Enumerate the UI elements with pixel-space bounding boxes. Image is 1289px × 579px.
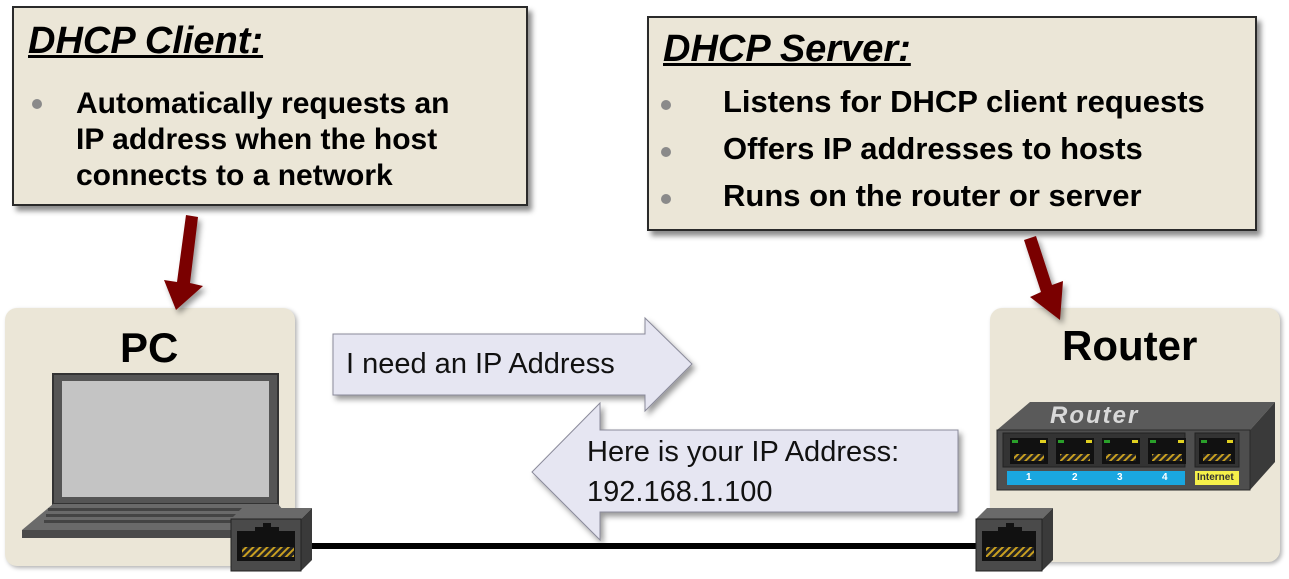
lan-port-4-label: 4: [1162, 472, 1168, 483]
server-bullet-text: Offers IP addresses to hosts: [723, 131, 1143, 166]
wan-port-label-bg: [1195, 471, 1239, 485]
server-bullet: Listens for DHCP client requests: [661, 84, 1205, 120]
lan-port-strip: [1007, 471, 1185, 485]
bullet-icon: [661, 194, 671, 204]
dhcp-server-title: DHCP Server:: [663, 28, 911, 70]
client-bullet: Automatically requests an IP address whe…: [32, 86, 449, 194]
dhcp-server-callout: DHCP Server: Listens for DHCP client req…: [647, 16, 1257, 231]
pc-ethernet-jack-icon: [230, 508, 312, 572]
router-device-icon: [996, 402, 1275, 491]
server-bullet-text: Listens for DHCP client requests: [723, 84, 1205, 119]
server-bullet-text: Runs on the router or server: [723, 178, 1142, 213]
client-bullet-line: IP address when the host: [76, 123, 438, 156]
pc-label: PC: [120, 324, 179, 371]
server-bullet: Runs on the router or server: [661, 178, 1142, 214]
bullet-icon: [661, 100, 671, 110]
dhcp-client-title: DHCP Client:: [28, 20, 264, 62]
bullet-icon: [32, 99, 42, 109]
request-arrow-icon: [332, 316, 693, 413]
network-cable: [300, 543, 990, 549]
request-message: I need an IP Address: [346, 348, 615, 380]
client-bullet-line: connects to a network: [76, 159, 393, 192]
router-label: Router: [1062, 322, 1198, 369]
bullet-icon: [661, 147, 671, 157]
router-ethernet-jack-icon: [975, 508, 1053, 572]
reply-message-line1: Here is your IP Address:: [587, 436, 900, 468]
reply-arrow-icon: [531, 401, 959, 542]
client-pointer-arrow-icon: [164, 215, 203, 310]
lan-port-3-label: 3: [1117, 472, 1123, 483]
router-brand-text: Router: [1050, 402, 1140, 429]
lan-port-2-label: 2: [1072, 472, 1078, 483]
server-bullet: Offers IP addresses to hosts: [661, 131, 1143, 167]
server-pointer-arrow-icon: [1024, 236, 1063, 320]
dhcp-client-callout: DHCP Client: Automatically requests an I…: [12, 6, 528, 206]
client-bullet-line: Automatically requests an: [76, 87, 450, 120]
reply-message-ip: 192.168.1.100: [587, 476, 773, 508]
lan-port-1-label: 1: [1026, 472, 1032, 483]
wan-port-label: Internet: [1197, 472, 1234, 483]
